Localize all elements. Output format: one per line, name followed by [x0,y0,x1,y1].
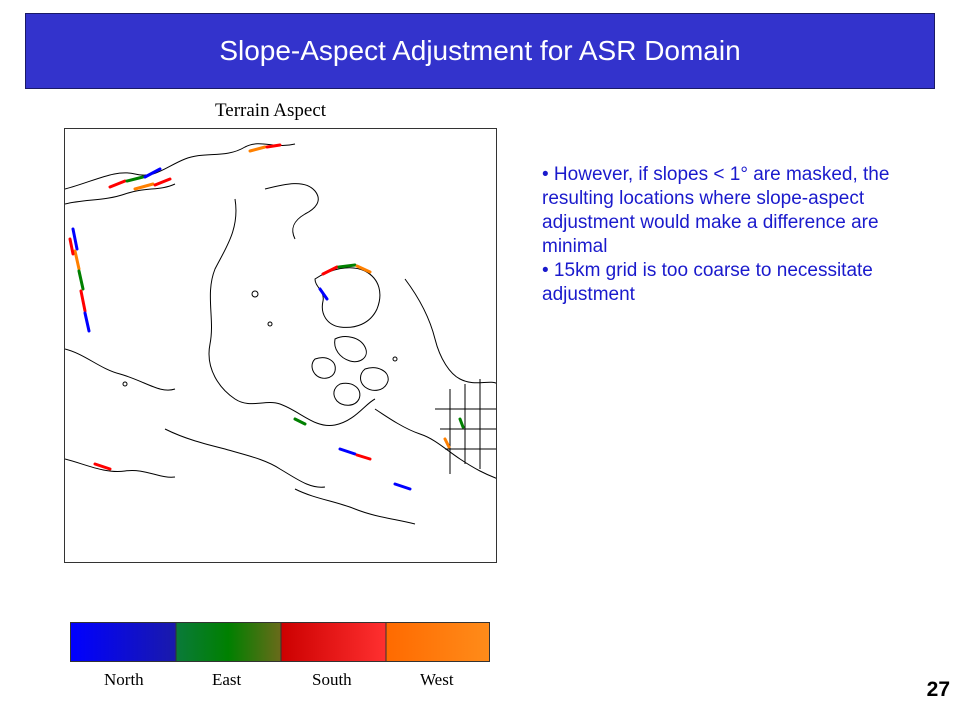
colorbar-label-east: East [212,670,242,689]
slide-title-bar: Slope-Aspect Adjustment for ASR Domain [25,13,935,89]
page-number: 27 [926,678,950,701]
state-borders [435,379,496,474]
colorbar-label-south: South [312,670,352,689]
map-svg [65,143,496,525]
colorbar-label-west: West [420,670,454,689]
colorbar-south [281,623,386,661]
aspect-colorbar [70,622,490,662]
bullet-item: • 15km grid is too coarse to necessitate… [542,260,873,305]
colorbar-svg [71,623,489,661]
map-title: Terrain Aspect [215,100,327,121]
bullet-list: • However, if slopes < 1° are masked, th… [542,163,942,307]
terrain-aspect-map [64,128,497,563]
slide-title: Slope-Aspect Adjustment for ASR Domain [219,35,741,66]
aspect-streaks [68,143,465,491]
colorbar-east [176,623,281,661]
colorbar-west [386,623,489,661]
colorbar-north [71,623,176,661]
coastlines [65,143,496,525]
colorbar-label-north: North [104,670,144,689]
bullet-item: • However, if slopes < 1° are masked, th… [542,164,890,257]
